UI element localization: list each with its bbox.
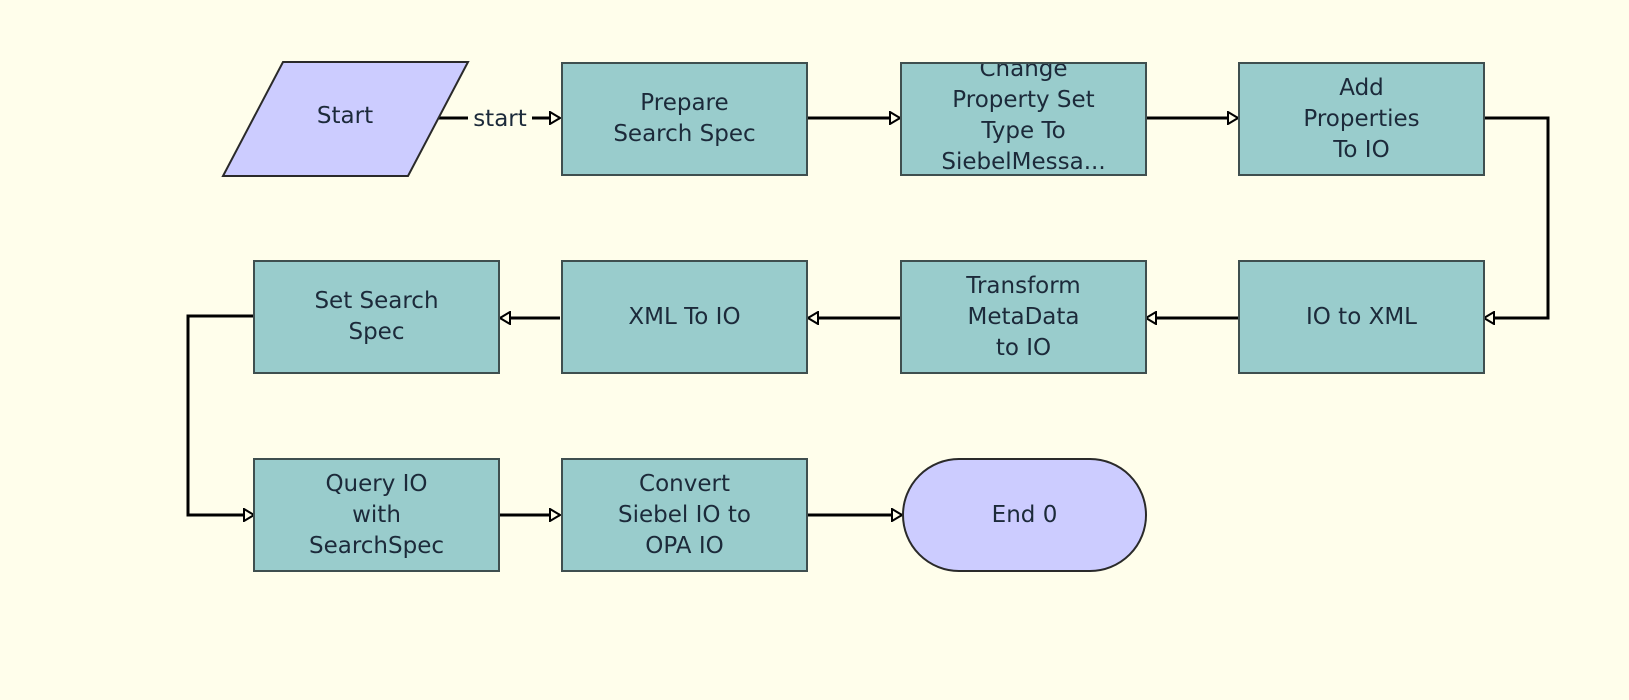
step-label: IO to XML <box>1305 303 1417 330</box>
step-set-search-spec[interactable]: Set Search Spec <box>253 260 500 374</box>
step-prepare-search-spec[interactable]: Prepare Search Spec <box>561 62 808 176</box>
end-node[interactable]: End 0 <box>902 458 1147 572</box>
step-label: Change Property Set Type To SiebelMessa.… <box>941 62 1106 175</box>
step-label: XML To IO <box>628 303 741 330</box>
start-edge-label: start <box>468 104 532 134</box>
step-transform-metadata[interactable]: Transform MetaData to IO <box>900 260 1147 374</box>
step-label: Query IO with SearchSpec <box>308 470 444 559</box>
step-query-io[interactable]: Query IO with SearchSpec <box>253 458 500 572</box>
step-change-property-set[interactable]: Change Property Set Type To SiebelMessa.… <box>900 62 1147 176</box>
step-convert-siebel-io[interactable]: Convert Siebel IO to OPA IO <box>561 458 808 572</box>
step-label: Convert Siebel IO to OPA IO <box>618 470 751 559</box>
step-label: Set Search Spec <box>314 288 439 345</box>
step-xml-to-io[interactable]: XML To IO <box>561 260 808 374</box>
step-label: Prepare Search Spec <box>613 90 756 147</box>
step-add-properties[interactable]: Add Properties To IO <box>1238 62 1485 176</box>
connector-add-to-ioxml <box>1484 116 1550 318</box>
end-label: End 0 <box>991 501 1058 528</box>
step-label: Transform MetaData to IO <box>966 272 1081 361</box>
step-io-to-xml[interactable]: IO to XML <box>1238 260 1485 374</box>
step-label: Add Properties To IO <box>1303 74 1420 163</box>
connector-setsearch-to-query <box>186 314 254 515</box>
start-label: Start <box>316 103 374 129</box>
start-shape[interactable] <box>221 61 470 177</box>
